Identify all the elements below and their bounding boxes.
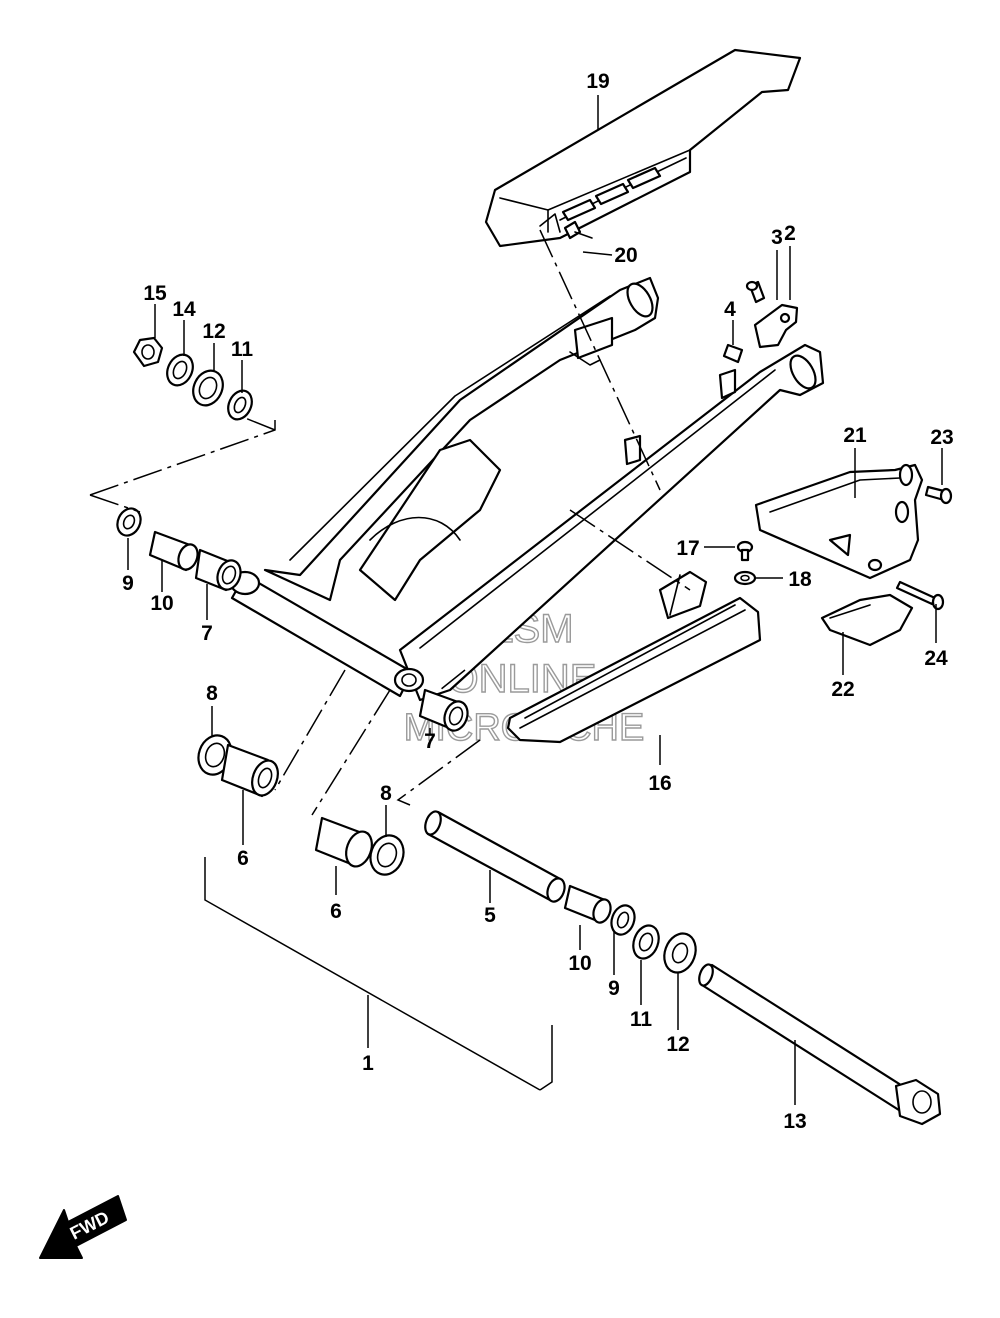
oil-seal-part-8-right[interactable] [365,831,409,880]
dust-seal-part-12[interactable] [188,366,229,410]
callout-20: 20 [614,244,637,267]
bolt-part-20[interactable] [563,220,593,240]
callout-12-right: 12 [666,1033,689,1056]
callout-16: 16 [648,772,671,795]
callout-9: 9 [122,572,134,595]
callout-18: 18 [788,568,812,591]
bearing-part-7[interactable] [194,548,244,593]
callout-6-right: 6 [330,900,342,923]
callout-4: 4 [724,298,736,321]
collar-part-10-right[interactable] [563,884,614,925]
callout-11-right: 11 [630,1008,653,1031]
pivot-shaft-part-13[interactable] [697,963,942,1126]
forward-direction-arrow: FWD [39,1195,127,1259]
callout-13: 13 [783,1110,806,1133]
callout-7: 7 [201,622,213,645]
callout-3: 3 [771,226,783,249]
washer-part-11[interactable] [224,387,257,423]
callout-2: 2 [784,222,796,245]
callout-8: 8 [206,682,218,705]
chain-guard-part[interactable] [820,593,914,647]
washer-part-18[interactable] [733,570,757,586]
callout-labels: 19 20 3 2 4 15 14 12 11 9 10 7 8 6 7 6 8… [122,70,954,1133]
chain-guide-part[interactable] [754,463,924,580]
callout-7-right: 7 [424,730,436,753]
spacer-part-9-right[interactable] [608,902,639,938]
callout-5: 5 [484,904,496,927]
clip-part-4[interactable] [722,343,744,364]
bearing-part-6[interactable] [220,743,282,799]
spacer-part-9[interactable] [113,505,145,540]
chain-cover-part[interactable] [484,48,802,248]
leader-lines [127,95,943,1105]
callout-21: 21 [843,424,867,447]
assembly-bracket [204,857,553,1091]
callout-1: 1 [362,1052,374,1075]
bearing-part-7-right[interactable] [418,688,471,734]
screw-part-3[interactable] [745,280,766,304]
bracket-part-2[interactable] [753,303,799,349]
callout-22: 22 [831,678,854,701]
callout-23: 23 [930,426,953,449]
callout-11: 11 [231,338,254,361]
assembly-lines [89,229,691,816]
callout-12: 12 [202,320,225,343]
nut-part-15[interactable] [132,336,164,368]
callout-24: 24 [924,647,948,670]
oil-seal-part-8[interactable] [193,731,237,780]
chain-buffer-part[interactable] [506,570,762,744]
callout-6: 6 [237,847,249,870]
bolt-part-24[interactable] [895,580,945,611]
callout-9-right: 9 [608,977,620,1000]
callout-14: 14 [172,298,196,321]
bolt-part-23[interactable] [924,485,953,505]
bearing-part-6-right[interactable] [314,816,376,870]
callout-8-right: 8 [380,782,392,805]
callout-10: 10 [150,592,173,615]
swingarm-body[interactable] [229,276,825,702]
washer-part-14[interactable] [162,350,197,389]
collar-part-10[interactable] [148,530,201,572]
callout-19: 19 [586,70,609,93]
screw-part-17[interactable] [736,540,754,562]
callout-15: 15 [143,282,167,305]
callout-10-right: 10 [568,952,591,975]
callout-17: 17 [676,537,699,560]
washer-part-12-right[interactable] [659,929,701,977]
washer-part-11-right[interactable] [629,922,663,962]
pivot-tube-part-5[interactable] [422,809,567,904]
